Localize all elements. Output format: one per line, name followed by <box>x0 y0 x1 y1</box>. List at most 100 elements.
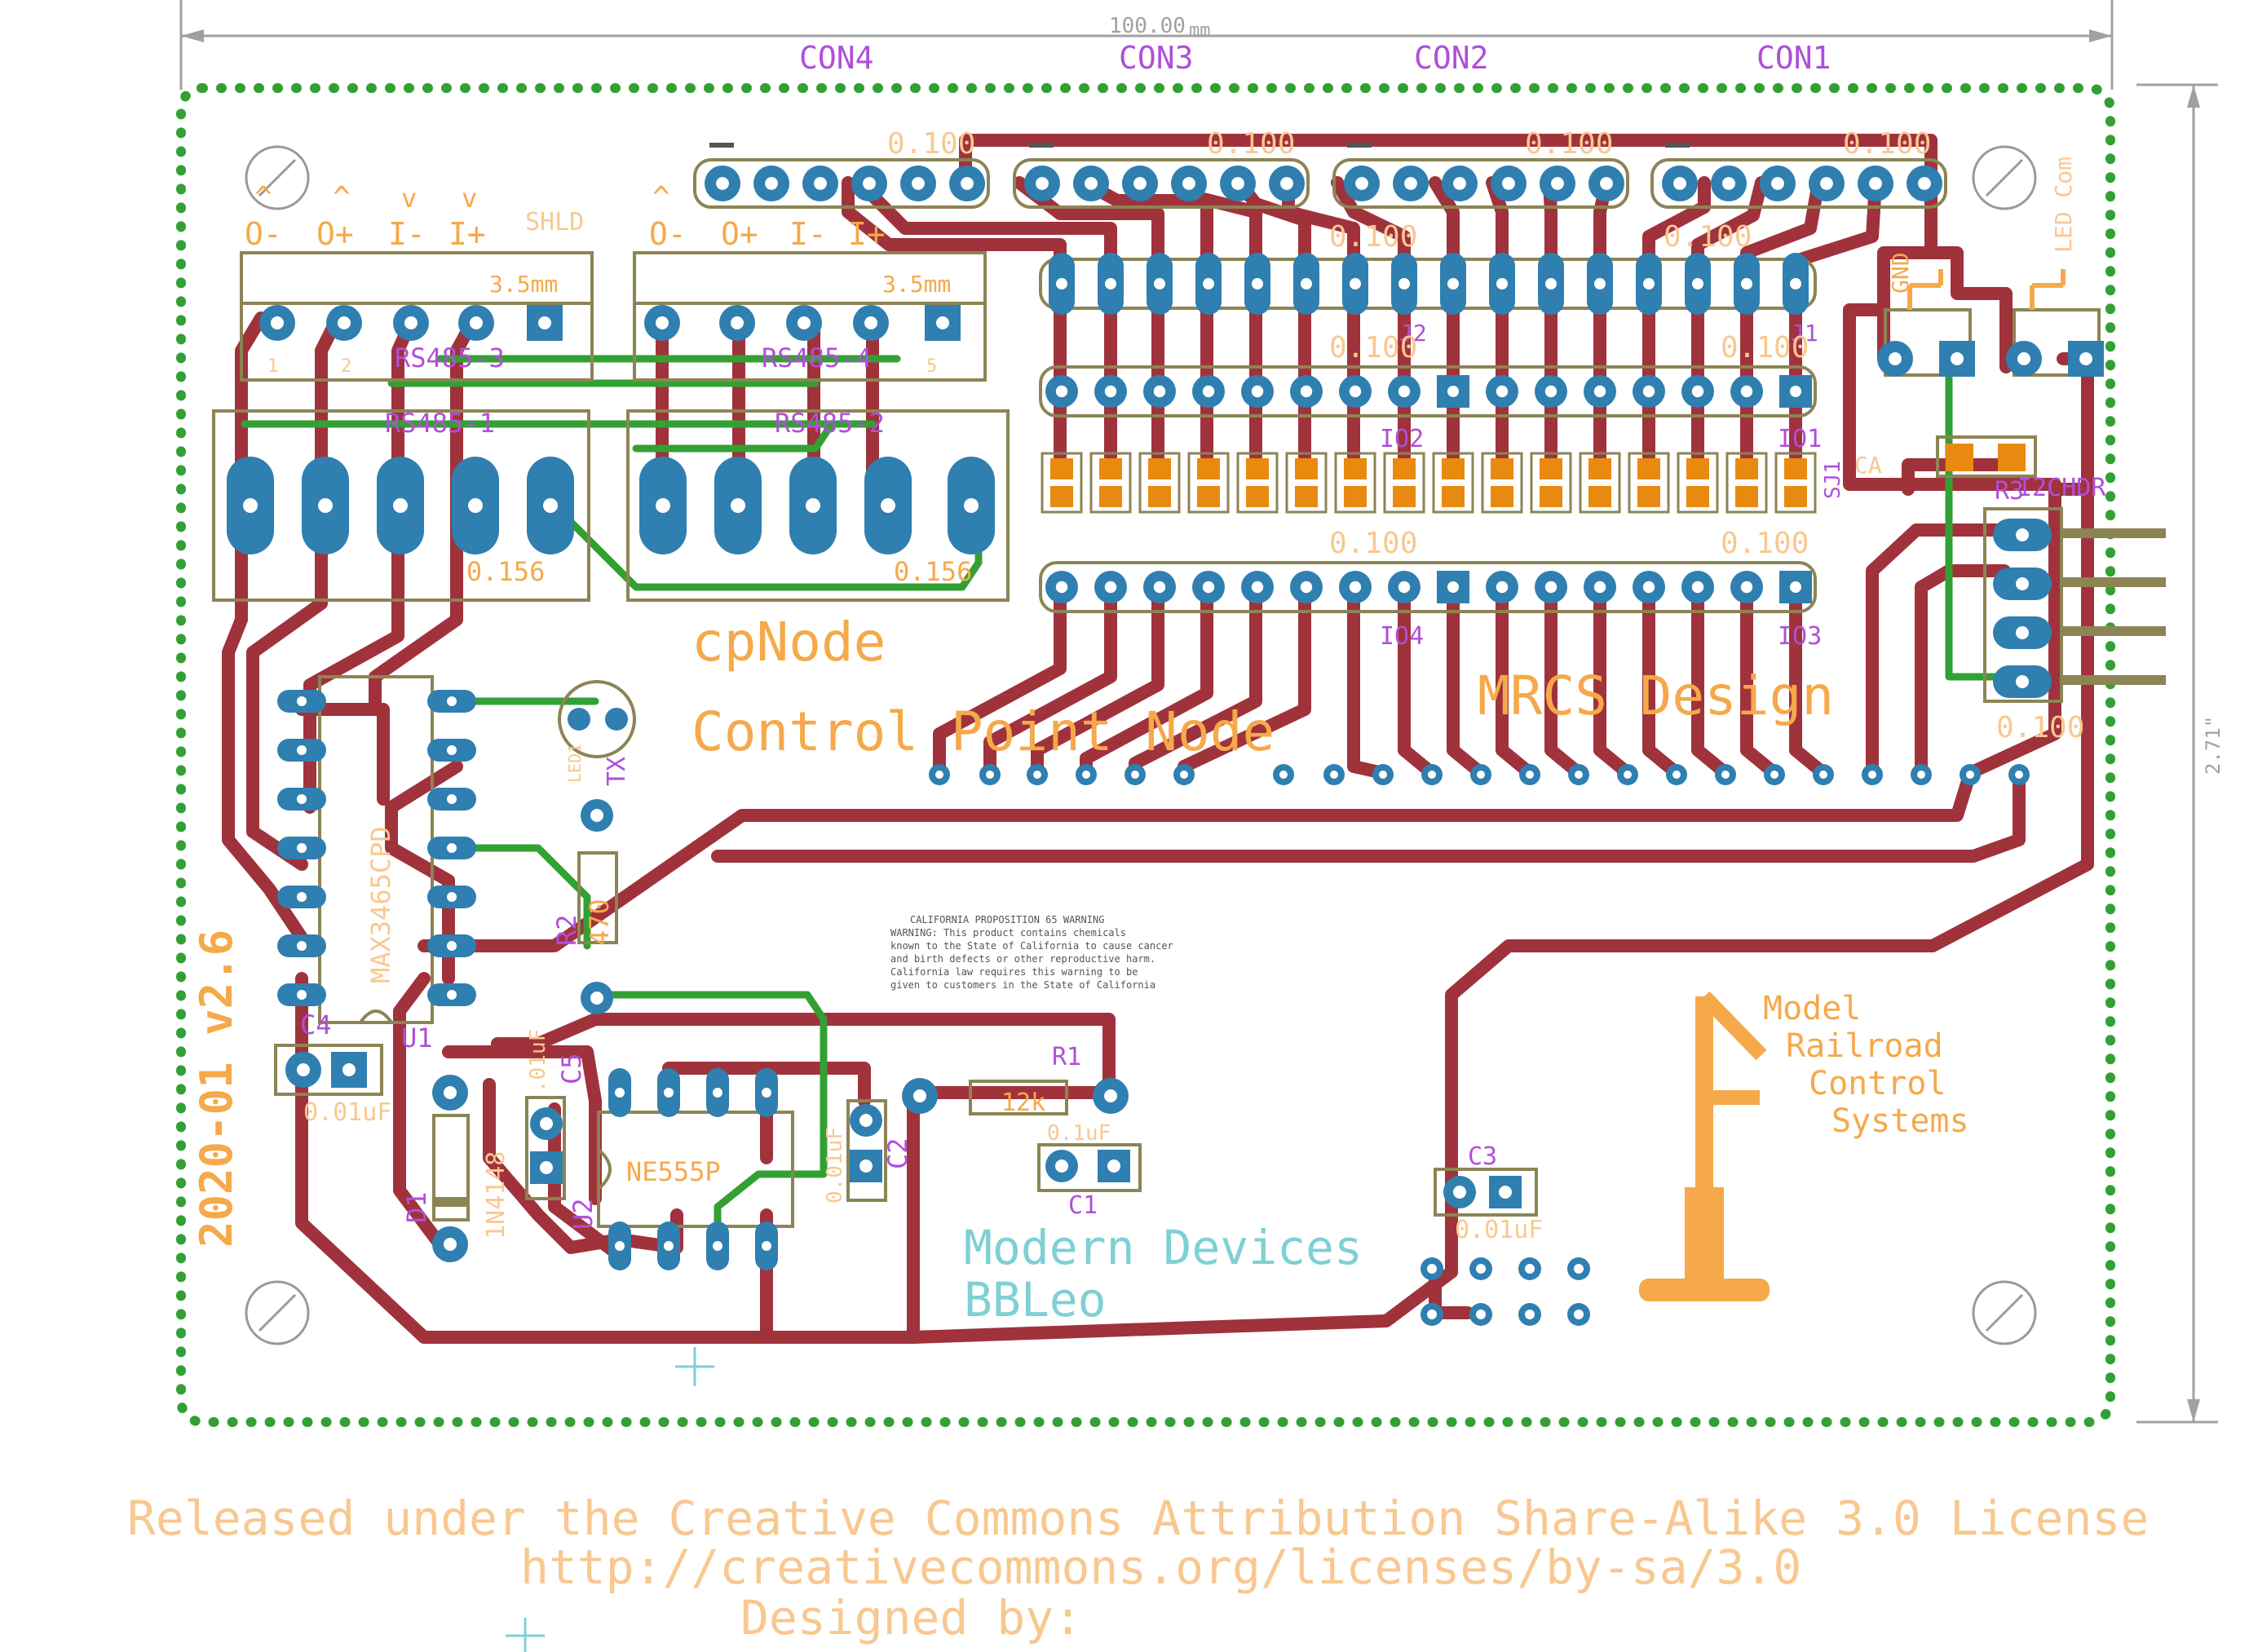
con1-label: CON1 <box>1756 40 1831 76</box>
title-control-point-node: Control Point Node <box>691 700 1275 763</box>
i2chdr-label: I2CHDR <box>2017 474 2106 502</box>
c4-value: 0.01uF <box>303 1098 391 1127</box>
license-line-2: http://creativecommons.org/licenses/by-s… <box>520 1539 1801 1595</box>
led-smd-pad <box>1588 486 1611 507</box>
led-smd-pad <box>1784 486 1807 507</box>
dimension-v-value: 2.71" <box>2202 716 2225 775</box>
term-left-arrow-2: ^ <box>333 181 351 214</box>
term-left-label-1: O- <box>245 216 282 252</box>
r3-label: R3 <box>1995 477 2024 506</box>
mounting-holes <box>245 145 2037 1345</box>
mrcs-logo-line-1: Model <box>1763 990 1861 1027</box>
prop65-line-2: WARNING: This product contains chemicals <box>890 927 1126 939</box>
led-smd-pad <box>1540 486 1562 507</box>
r1-label: R1 <box>1052 1043 1081 1071</box>
term-left-size: 3.5mm <box>489 271 558 298</box>
led-smd-outline <box>1089 452 1132 514</box>
led-smd-outline <box>1187 452 1230 514</box>
led-smd-outline <box>1530 452 1572 514</box>
dimension-vertical: 2.71" <box>2136 83 2225 1424</box>
bottom-pad-grid <box>1421 1257 1590 1326</box>
rs485-4-label: RS485-4 <box>762 342 872 373</box>
rj-right-pitch: 0.156 <box>894 556 972 587</box>
led-smd-pad <box>1148 458 1171 479</box>
led-smd-pad <box>1735 486 1758 507</box>
con4-label: CON4 <box>799 40 874 76</box>
rj-connectors: 0.156 0.156 <box>212 409 1010 602</box>
led-smd-pad <box>1295 486 1318 507</box>
gnd-label: GND <box>1887 252 1914 294</box>
led-smd-pad <box>1784 458 1807 479</box>
dimension-h-value: 100.00 <box>1109 14 1186 38</box>
io2-pitch: 0.100 <box>1329 331 1417 364</box>
led-smd-pad <box>1637 458 1660 479</box>
c4-capacitor: C4 0.01uF <box>274 1009 391 1127</box>
mrcs-logo: Model Railroad Control Systems <box>1639 990 1969 1301</box>
led-smd-pad <box>1246 458 1269 479</box>
c1-value: 0.1uF <box>1047 1121 1111 1146</box>
mrcs-logo-line-3: Control <box>1809 1065 1946 1102</box>
c2-label: C2 <box>882 1137 913 1169</box>
led-smd-pad <box>1099 458 1122 479</box>
led-smd-outline <box>1432 452 1474 514</box>
c3-capacitor: C3 0.01uF <box>1434 1142 1543 1244</box>
term-left-label-4: I+ <box>448 216 486 252</box>
led-smd-pad <box>1295 458 1318 479</box>
tx-label: TX <box>603 757 631 786</box>
led-smd-outline <box>1285 452 1328 514</box>
bbleo-label: BBLeo <box>964 1272 1107 1327</box>
r2-resistor: 470 R2 <box>551 799 618 1014</box>
rs485-labels: RS485-3 RS485-4 RS485-1 RS485-2 <box>385 342 885 439</box>
led-smd-outline <box>1041 452 1083 514</box>
con3-pitch: 0.100 <box>1207 127 1295 161</box>
led-smd-pad <box>1344 458 1367 479</box>
j1-pitch: 0.100 <box>1664 220 1752 254</box>
d1-part: 1N4148 <box>482 1151 510 1239</box>
con2-label: CON2 <box>1414 40 1489 76</box>
term-right-pin5: 5 <box>926 356 937 377</box>
d1-label: D1 <box>401 1191 432 1223</box>
led-smd-pad <box>1050 458 1073 479</box>
led-smd-pad <box>1442 458 1465 479</box>
io1-label: IO1 <box>1778 425 1822 453</box>
led-smd-outline <box>1481 452 1523 514</box>
prop65-line-6: given to customers in the State of Calif… <box>890 979 1155 991</box>
version-label: 2020-01 v2.6 <box>191 930 242 1248</box>
led-smd-outline <box>1628 452 1670 514</box>
led-smd-pad <box>1442 486 1465 507</box>
ca-label: CA <box>1854 452 1882 479</box>
con3-label: CON3 <box>1119 40 1194 76</box>
license-line-1: Released under the Creative Commons Attr… <box>127 1491 2149 1546</box>
r2-label: R2 <box>551 914 582 946</box>
led-smd-pad <box>1393 458 1416 479</box>
led-smd-pad <box>1050 486 1073 507</box>
term-left-label-2: O+ <box>316 216 354 252</box>
c3-label: C3 <box>1468 1142 1497 1171</box>
r1-value: 12k <box>1001 1089 1045 1117</box>
term-right-label-4: I+ <box>848 216 886 252</box>
led-smd-pad <box>1686 458 1709 479</box>
led-smd-pad <box>1735 458 1758 479</box>
led-smd-pad <box>1148 486 1171 507</box>
term-left-shld: SHLD <box>525 208 584 236</box>
led-smd-pad <box>1491 458 1513 479</box>
prop65-line-4: and birth defects or other reproductive … <box>890 953 1155 965</box>
mrcs-logo-line-2: Railroad <box>1786 1027 1943 1065</box>
led-smd-outline <box>1138 452 1181 514</box>
led-smd-outline <box>1677 452 1719 514</box>
mrcs-logo-line-4: Systems <box>1831 1102 1969 1140</box>
led-smd-pad <box>1686 486 1709 507</box>
title-mrcs-design: MRCS Design <box>1478 665 1834 727</box>
dimension-horizontal: 100.00 mm <box>179 0 2114 90</box>
term-left-pin1: 1 <box>267 356 278 377</box>
j2-pitch: 0.100 <box>1329 220 1417 254</box>
green-traces <box>241 355 2010 1260</box>
u2-label: U2 <box>568 1198 599 1230</box>
term-left-label-3: I- <box>388 216 426 252</box>
c5-value: .01uF <box>526 1029 550 1093</box>
license-line-3: Designed by: <box>740 1590 1082 1645</box>
io2-label: IO2 <box>1380 425 1424 453</box>
u2-ne555: NE555P U2 <box>568 1068 794 1270</box>
rs485-1-label: RS485-1 <box>385 408 495 439</box>
term-left-arrow-3: v <box>401 183 417 214</box>
